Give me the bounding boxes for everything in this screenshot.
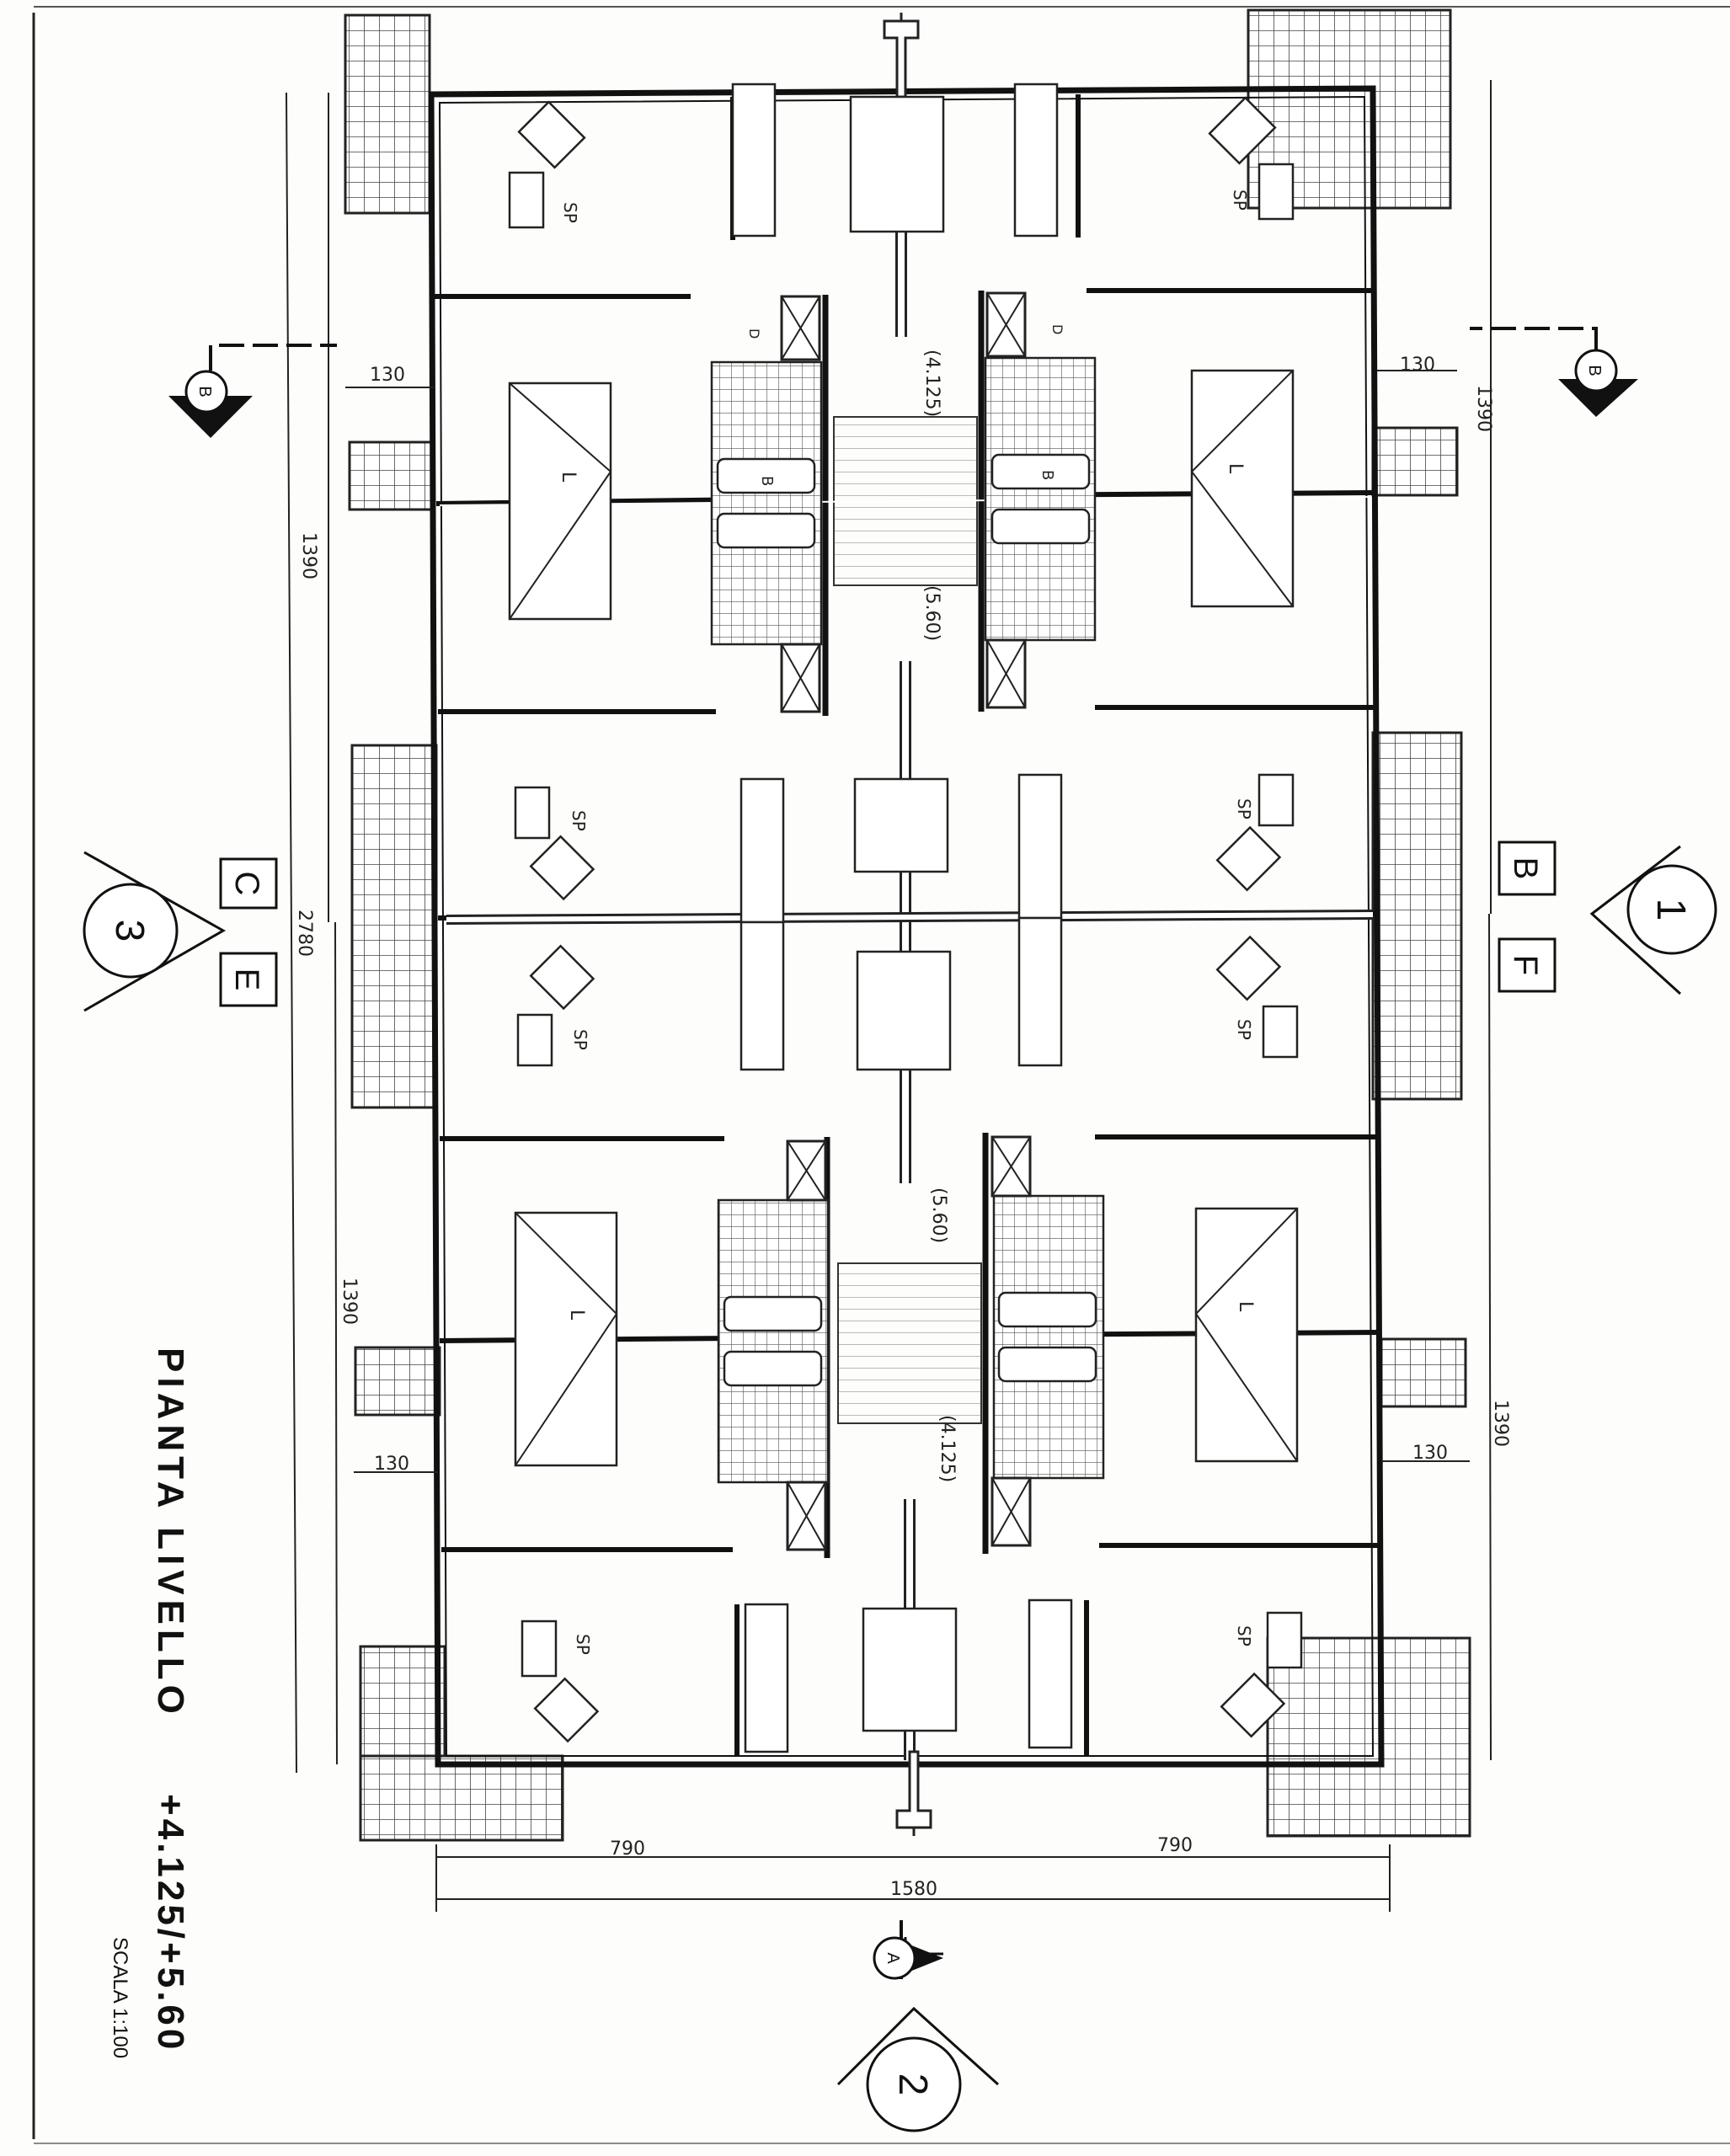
dim-height-right-upper: 1390: [1473, 385, 1494, 432]
view-3: 3: [107, 920, 152, 942]
elev-lower-low: (4.125): [937, 1415, 958, 1482]
living-furniture: [508, 96, 1303, 1743]
sheet-frame: [32, 6, 1730, 2144]
label-b-1: B: [758, 476, 776, 486]
elev-lower-high: (5.60): [928, 1187, 949, 1243]
dimension-lines: [286, 80, 1492, 1912]
block-b: B: [1507, 857, 1544, 880]
balcony-w-lower: [354, 1346, 441, 1417]
plan-scale: SCALA 1:100: [109, 1937, 131, 2058]
dimension-text: 790 790 1580 1390 1390 2780 1390 1390 13…: [294, 355, 1511, 1900]
dim-height-upper: 1390: [298, 532, 319, 579]
label-sp-e-mid: SP: [1234, 798, 1254, 819]
plan-title: PIANTA LIVELLO: [150, 1348, 191, 1719]
label-d-1: D: [746, 328, 762, 339]
section-a: A: [884, 1952, 902, 1964]
block-e: E: [228, 969, 265, 991]
bathrooms: [710, 356, 1105, 1484]
view-2: 2: [890, 2073, 935, 2096]
section-b-right: B: [1585, 365, 1604, 376]
label-sp-sw: SP: [573, 1634, 593, 1655]
label-sp-ne: SP: [1230, 189, 1250, 211]
title-block: PIANTA LIVELLO +4.125/+5.60 SCALA 1:100: [109, 1348, 191, 2058]
beds: [508, 369, 1299, 1467]
dim-width-right: 790: [1157, 1835, 1193, 1856]
section-b-left: B: [195, 386, 214, 397]
label-d-2: D: [1049, 324, 1065, 334]
label-l-nw: L: [558, 472, 579, 483]
label-sp-w-mid: SP: [569, 810, 589, 831]
balcony-e-upper: [1371, 426, 1459, 497]
dim-width-total: 1580: [890, 1879, 937, 1900]
label-sp-se: SP: [1234, 1625, 1254, 1646]
stair-core: [439, 13, 1374, 1836]
label-sp-e-mid2: SP: [1234, 1019, 1254, 1040]
balconies: [344, 8, 1471, 1842]
section-markers: B B A 3 1 2: [83, 327, 1717, 2132]
elev-upper-low: (4.125): [921, 350, 942, 417]
dim-height-lower: 1390: [339, 1278, 360, 1325]
dim-balcony-ne: 130: [1400, 355, 1435, 376]
label-l-ne: L: [1225, 463, 1246, 474]
elevation-labels: (4.125) (5.60) (5.60) (4.125): [921, 350, 958, 1482]
view-1: 1: [1648, 899, 1693, 921]
label-sp-nw: SP: [560, 202, 580, 223]
dim-height-total: 2780: [294, 910, 315, 957]
balcony-e-mid: [1371, 731, 1463, 1101]
label-b-2: B: [1039, 470, 1056, 480]
kitchens: [731, 83, 1073, 1753]
dim-balcony-sw: 130: [374, 1454, 409, 1475]
room-labels: SP SP L L B B D D SP SP SP SP L L SP SP: [558, 189, 1256, 1655]
elev-upper-high: (5.60): [921, 585, 942, 641]
balcony-se: [1266, 1636, 1471, 1838]
label-sp-w-mid2: SP: [570, 1029, 590, 1050]
block-markers: C E B F: [219, 841, 1556, 1007]
balcony-w-mid: [350, 744, 438, 1109]
dim-balcony-nw: 130: [370, 365, 405, 386]
dim-balcony-se: 130: [1412, 1443, 1448, 1464]
block-f: F: [1507, 955, 1544, 975]
block-c: C: [228, 872, 265, 896]
balcony-w-upper: [348, 440, 435, 511]
label-l-sw: L: [566, 1310, 587, 1321]
dim-height-right-lower: 1390: [1490, 1400, 1511, 1447]
label-l-se: L: [1235, 1301, 1256, 1312]
plan-levels: +4.125/+5.60: [150, 1794, 191, 2052]
shafts: [780, 291, 1032, 1551]
balcony-nw: [344, 13, 431, 215]
dim-width-left: 790: [610, 1838, 645, 1860]
balcony-e-lower: [1380, 1337, 1467, 1408]
